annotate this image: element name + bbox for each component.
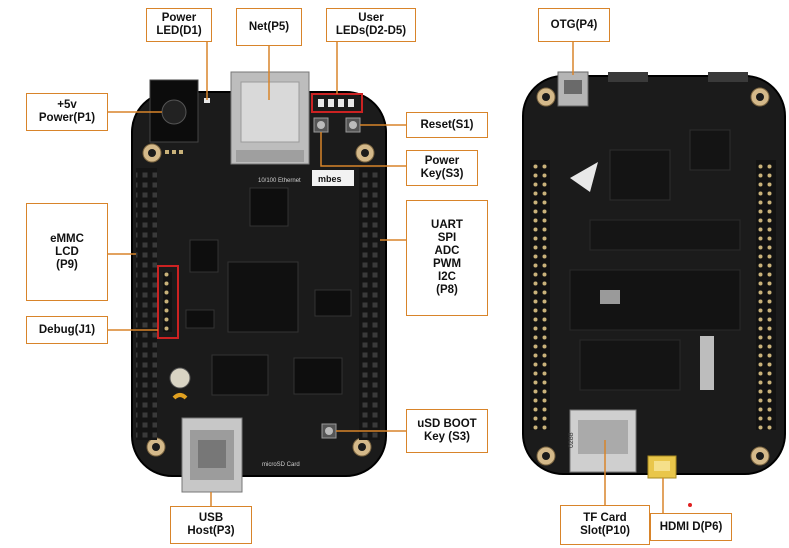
debug-header (163, 272, 172, 332)
processor-chip (227, 261, 299, 333)
power-led (204, 98, 210, 103)
user-led (328, 99, 334, 107)
tf-slot-mark: 0288 (568, 432, 575, 448)
otg-label: OTG(P4) (538, 8, 610, 42)
back-board: 0288 (522, 71, 786, 507)
power-input-label: +5v Power(P1) (26, 93, 108, 131)
chip (249, 187, 289, 227)
power-led-label: Power LED(D1) (146, 8, 212, 42)
memory-chip (211, 354, 269, 396)
chip (189, 239, 219, 273)
chip (185, 309, 215, 329)
debug-label: Debug(J1) (26, 316, 108, 344)
header-p8 (359, 168, 380, 440)
debug-highlight (157, 265, 179, 339)
user-led (318, 99, 324, 107)
chip (314, 289, 352, 317)
emmc-lcd-label: eMMC LCD (P9) (26, 203, 108, 301)
mbes-logo (312, 170, 354, 186)
front-board: 10/100 Ethernet mbes (131, 71, 387, 493)
ethernet-silk: 10/100 Ethernet (258, 178, 301, 184)
microsd-silk: microSD Card (262, 462, 300, 468)
usd-boot-label: uSD BOOT Key (S3) (406, 409, 488, 453)
reset-label: Reset(S1) (406, 112, 488, 138)
header-p9 (136, 168, 157, 440)
leader-lines (108, 42, 664, 513)
power-key-label: Power Key(S3) (406, 150, 478, 186)
user-led (338, 99, 344, 107)
capacitor (169, 367, 191, 389)
back-pin-row (756, 160, 776, 430)
back-pin-row (530, 160, 550, 430)
user-led (348, 99, 354, 107)
chip (293, 357, 343, 395)
hdmi-label: HDMI D(P6) (650, 513, 732, 541)
tf-card-label: TF Card Slot(P10) (560, 505, 650, 545)
usb-host-label: USB Host(P3) (170, 506, 252, 544)
svg-text:mbes: mbes (318, 174, 342, 184)
p8-interfaces-label: UART SPI ADC PWM I2C (P8) (406, 200, 488, 316)
logo-mark (570, 162, 598, 192)
user-leds-label: User LEDs(D2-D5) (326, 8, 416, 42)
net-label: Net(P5) (236, 8, 302, 46)
